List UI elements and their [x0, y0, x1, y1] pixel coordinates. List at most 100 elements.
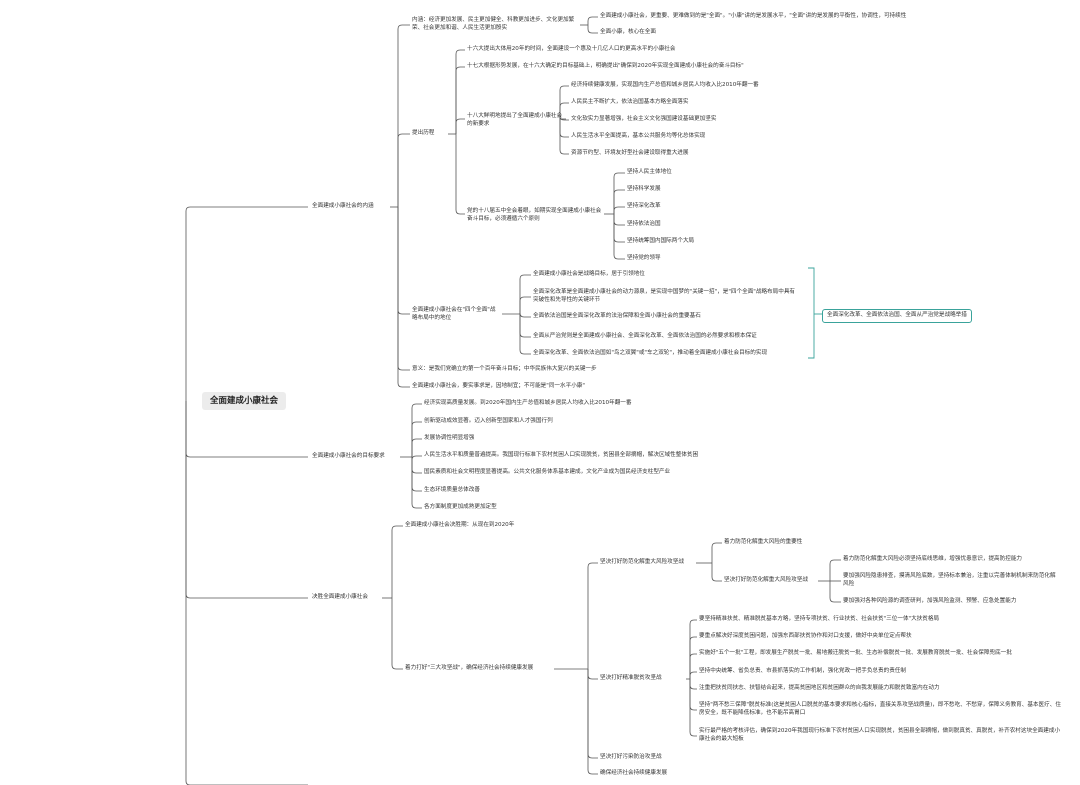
poverty-item[interactable]: 坚持"两不愁三保障"脱贫标准(这是贫困人口脱贫的基本要求和核心指标，直接关系攻坚… — [699, 702, 1061, 716]
poverty-item[interactable]: 注重把扶贫同扶志、扶智结合起来，提高贫困地区和贫困群众的自我发展能力和脱贫致富内… — [699, 685, 940, 691]
node-position[interactable]: 全面建成小康社会在"四个全面"战略布局中的地位 — [412, 307, 496, 321]
eighteen-item[interactable]: 资源节约型、环境友好型社会建设取得重大进展 — [571, 150, 689, 156]
eighteen-item[interactable]: 经济持续健康发展，实现国内生产总值和城乡居民人均收入比2010年翻一番 — [571, 82, 759, 88]
connector — [711, 542, 722, 563]
poverty-item[interactable]: 实施好"五个一批"工程，即发展生产脱贫一批、易地搬迁脱贫一批、生态补偿脱贫一批、… — [699, 650, 1012, 656]
connector — [397, 24, 410, 207]
connector — [689, 679, 697, 711]
connector — [711, 563, 722, 582]
connector — [689, 679, 697, 690]
fifth-item[interactable]: 坚持统筹国内国际两个大局 — [627, 238, 695, 244]
position-item[interactable]: 全面深化改革是全面建成小康社会的动力源泉，是实现中国梦的"关键一招"，是"四个全… — [533, 289, 796, 303]
goal-item[interactable]: 创新驱动成效显著。迈入创新型国家和人才强国行列 — [424, 418, 553, 424]
position-item[interactable]: 全面深化改革、全面依法治国如"鸟之双翼"或"车之双轮"，推动着全面建成小康社会目… — [533, 350, 768, 356]
connector — [613, 189, 625, 214]
connector — [559, 115, 569, 121]
connector — [689, 619, 697, 679]
position-item[interactable]: 全面从严治党则是全面建成小康社会、全面深化改革、全面依法治国的必然要求和根本保证 — [533, 333, 757, 339]
node-ensure[interactable]: 确保经济社会持续健康发展 — [600, 770, 668, 776]
node-eighteen[interactable]: 十八大鲜明地提出了全面建成小康社会的新要求 — [467, 113, 563, 127]
branch-goals[interactable]: 全面建成小康社会的目标要求 — [312, 453, 385, 459]
node-history[interactable]: 提出历程 — [412, 130, 435, 136]
neihan-item[interactable]: 全面建成小康社会，更重要、更难做到的是"全面"。"小康"讲的是发展水平，"全面"… — [600, 13, 907, 19]
goal-item[interactable]: 生态环境质量总体改善 — [424, 487, 480, 493]
node-fifth[interactable]: 党的十八届五中全会着眼，如期实现全面建成小康社会奋斗目标，必须遵循六个原则 — [467, 208, 602, 222]
connector — [613, 214, 625, 243]
fifth-item[interactable]: 坚持依法治国 — [627, 221, 661, 227]
node-meaning[interactable]: 意义：是我们党确立的第一个百年奋斗目标；中华民族伟大复兴的关键一步 — [412, 366, 597, 372]
goal-item[interactable]: 人民生活水平和质量普遍提高。我国现行标准下农村贫困人口实现脱贫，贫困县全部摘帽，… — [424, 452, 699, 458]
connector — [587, 669, 598, 759]
connector — [829, 559, 841, 581]
eighteen-item[interactable]: 文化软实力显著增强，社会主义文化强国建设基础更加坚实 — [571, 116, 717, 122]
node-poverty[interactable]: 坚决打好精准脱贫攻坚战 — [600, 675, 662, 681]
node-neihan[interactable]: 内涵：经济更加发展、民主更加健全、科教更加进步、文化更加繁荣、社会更加和谐、人民… — [412, 17, 575, 31]
position-item[interactable]: 全面建成小康社会是战略目标，居于引领地位 — [533, 271, 645, 277]
connector — [613, 214, 625, 260]
connector — [829, 581, 841, 603]
poverty-item[interactable]: 实行最严格的考核评估，确保到2020年我国现行标准下农村贫困人口实现脱贫，贫困县… — [699, 728, 1061, 742]
neihan-item[interactable]: 全面小康，核心在全面 — [600, 29, 656, 35]
connector — [587, 562, 598, 669]
goal-item[interactable]: 各方面制度更加成熟更加定型 — [424, 504, 497, 510]
poverty-item[interactable]: 坚持中央统筹、省负总责、市县抓落实的工作机制，强化党政一把手负总责的责任制 — [699, 668, 906, 674]
connector — [519, 314, 531, 338]
position-item[interactable]: 全面依法治国是全面深化改革的法治保障和全面小康社会的重要基石 — [533, 313, 701, 319]
connector — [559, 85, 569, 119]
node-pollution[interactable]: 坚决打好污染防治攻坚战 — [600, 754, 662, 760]
connector — [587, 25, 598, 34]
goal-item[interactable]: 发展协调性明显增强 — [424, 435, 475, 441]
connector — [587, 669, 598, 775]
connector — [185, 401, 308, 785]
connector — [455, 134, 465, 215]
goal-item[interactable]: 经济实现高质量发展。到2020年国内生产总值和城乡居民人均收入比2010年翻一番 — [424, 400, 632, 406]
connector — [411, 455, 422, 461]
connector — [391, 598, 403, 670]
node-battles[interactable]: 着力打好"三大攻坚战"，确保经济社会持续健康发展 — [405, 665, 534, 671]
goal-item[interactable]: 国民素质和社会文明程度显著提高。公共文化服务体系基本建成，文化产业成为国民经济支… — [424, 469, 671, 475]
connector — [455, 118, 465, 134]
node-risk[interactable]: 坚决打好防范化解重大风险攻坚战 — [600, 559, 684, 565]
history-item[interactable]: 十六大提出大体用20年的时间，全面建设一个惠及十几亿人口的更高水平的小康社会 — [467, 46, 676, 52]
risk-sub-item[interactable]: 着力防范化解重大风险必须坚持底线思维，增强忧患意识，提高防控能力 — [843, 556, 1023, 562]
connector — [519, 274, 531, 314]
connector — [397, 207, 410, 388]
connector — [411, 438, 422, 457]
connector — [397, 133, 410, 207]
fifth-item[interactable]: 坚持党的领导 — [627, 255, 661, 261]
connector — [455, 49, 465, 134]
eighteen-item[interactable]: 人民生活水平全面提高，基本公共服务均等化总体实现 — [571, 133, 706, 139]
fifth-item[interactable]: 坚持科学发展 — [627, 186, 661, 192]
connector — [587, 16, 598, 25]
eighteen-item[interactable]: 人民民主不断扩大，依法治国基本方略全面落实 — [571, 99, 689, 105]
risk-sub-item[interactable]: 要加强风险隐患排查，摸清风险底数，坚持标本兼治，注重以完善体制机制来防范化解风险 — [843, 573, 1056, 587]
connector — [689, 653, 697, 679]
connector — [519, 312, 531, 318]
poverty-item[interactable]: 要重点解决好深度贫困问题，加强东西部扶贫协作和对口支援，做好中央单位定点帮扶 — [699, 633, 912, 639]
connector — [455, 66, 465, 134]
root-node[interactable]: 全面建成小康社会 — [202, 392, 287, 410]
connector — [587, 669, 598, 680]
connector — [185, 401, 308, 599]
connector — [689, 671, 697, 679]
connector — [397, 207, 410, 315]
connector — [411, 403, 422, 457]
connector — [613, 172, 625, 214]
poverty-item[interactable]: 要坚持精准扶贫、精准脱贫基本方略，坚持专项扶贫、行业扶贫、社会扶贫"三位一体"大… — [699, 616, 940, 622]
branch-connotation[interactable]: 全面建成小康社会的内涵 — [312, 203, 374, 209]
connector — [519, 314, 531, 355]
branch-decisive[interactable]: 决胜全面建成小康社会 — [312, 594, 368, 600]
history-item[interactable]: 十七大根据形势发展，在十六大确定的目标基础上，明确提出"确保到2020年实现全面… — [467, 63, 744, 69]
position-summary-box[interactable]: 全面深化改革、全面依法治国、全面从严治党是战略举措 — [822, 309, 972, 323]
fifth-item[interactable]: 坚持深化改革 — [627, 203, 661, 209]
connector — [613, 206, 625, 214]
connector — [689, 636, 697, 679]
node-requirement[interactable]: 全面建成小康社会，要实事求是，因地制宜；不可能是"同一水平小康" — [412, 383, 585, 389]
node-risk-sub[interactable]: 坚决打好防范化解重大风险攻坚战 — [724, 577, 808, 583]
connector — [559, 102, 569, 119]
risk-sub-item[interactable]: 要加强对各种风险源的调查研判，加强风险监测、预警、应急处置能力 — [843, 598, 1017, 604]
fifth-item[interactable]: 坚持人民主体地位 — [627, 169, 672, 175]
risk-item[interactable]: 着力防范化解重大风险的重要性 — [724, 539, 803, 545]
node-period[interactable]: 全面建成小康社会决胜期：从现在到2020年 — [405, 522, 515, 528]
